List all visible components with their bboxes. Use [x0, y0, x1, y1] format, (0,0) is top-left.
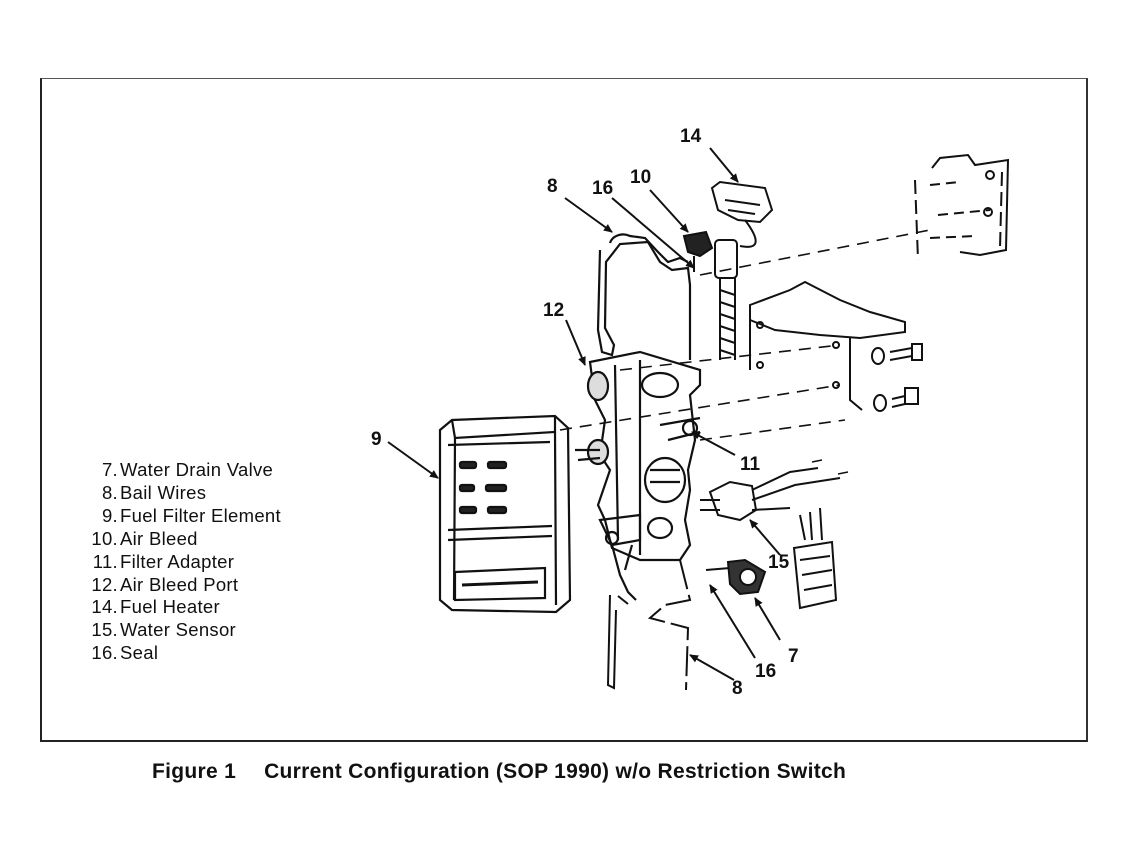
callout-7: 7: [788, 646, 799, 667]
legend-item: 7.Water Drain Valve: [101, 459, 274, 480]
callout-8-bottom: 8: [732, 678, 743, 699]
legend-item: 11.Filter Adapter: [92, 550, 235, 572]
legend-item: 15.Water Sensor: [91, 619, 237, 641]
water-sensor: [700, 459, 849, 610]
legend-item: 16.Seal: [91, 642, 159, 664]
fuel-heater: [710, 180, 774, 360]
filter-adapter: [575, 350, 702, 601]
figure-caption: Figure 1 Current Configuration (SOP 1990)…: [152, 760, 846, 784]
air-bleed: [682, 230, 714, 272]
callout-10: 10: [630, 167, 651, 188]
leader-arrows: [387, 147, 781, 681]
callout-8-top: 8: [547, 176, 558, 197]
legend-item: 12.Air Bleed Port: [91, 573, 239, 595]
mounting-bracket: [749, 153, 1010, 411]
figure-number: Figure 1: [152, 760, 237, 783]
legend-item: 10.Air Bleed: [91, 527, 198, 549]
fuel-filter-element: [438, 414, 572, 614]
bolts-washers: [871, 343, 923, 412]
legend-item: 9.Fuel Filter Element: [101, 504, 281, 526]
callout-14: 14: [680, 126, 702, 147]
parts-legend: 7.Water Drain Valve 8.Bail Wires 9.Fuel …: [78, 459, 281, 665]
callout-15: 15: [768, 552, 790, 573]
alignment-lines: [559, 229, 931, 441]
callout-11: 11: [740, 454, 761, 475]
figure-frame: [40, 78, 1088, 742]
callout-16-bottom: 16: [755, 661, 776, 682]
water-drain-valve: [705, 558, 767, 596]
callout-12: 12: [543, 300, 564, 321]
figure-title: Current Configuration (SOP 1990) w/o Res…: [264, 760, 847, 783]
legend-item: 8.Bail Wires: [101, 481, 207, 503]
callout-16-top: 16: [592, 178, 613, 199]
callout-9: 9: [371, 429, 382, 450]
legend-item: 14.Fuel Heater: [91, 596, 220, 618]
bail-wire-lower: [606, 559, 692, 691]
